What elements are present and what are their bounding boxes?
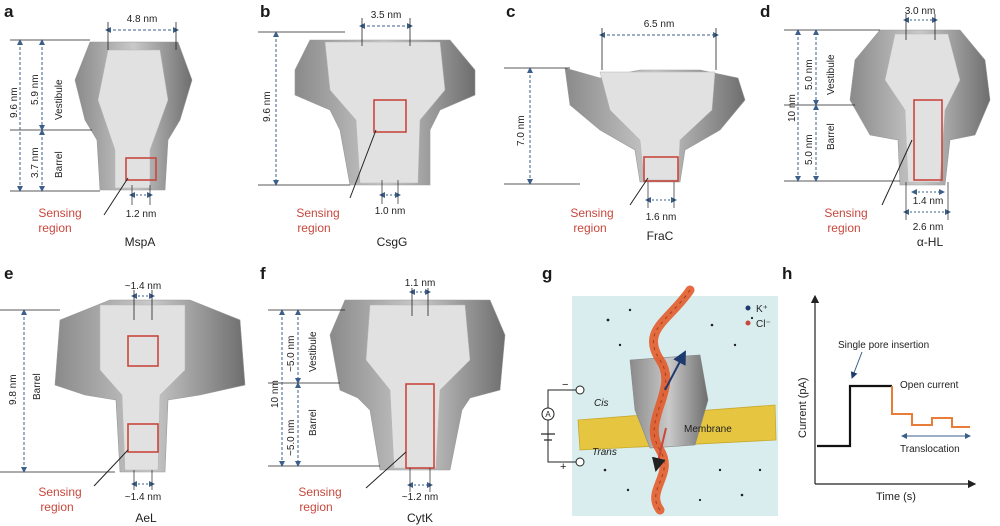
ael-sensing-label-2: region bbox=[40, 500, 73, 514]
csgg-bottom-dim: 1.0 nm bbox=[375, 206, 406, 217]
panel-a-mspa: 4.8 nm 9.6 nm 5.9 nm 3.7 nm Vestibule Ba… bbox=[9, 14, 193, 249]
panel-d-ahl: 3.0 nm 10 nm 5.0 nm 5.0 nm Vestibule Bar… bbox=[784, 6, 991, 249]
ahl-bottom-dim-1: 1.4 nm bbox=[913, 196, 944, 207]
frac-sensing-label-1: Sensing bbox=[570, 206, 613, 220]
ahl-top-dim: 3.0 nm bbox=[905, 6, 936, 17]
h-ylabel: Current (pA) bbox=[797, 377, 809, 438]
cytk-height-dim: 10 nm bbox=[270, 380, 281, 408]
cytk-sensing-label-1: Sensing bbox=[298, 485, 341, 499]
panel-f-cytk: 1.1 nm 10 nm ~5.0 nm ~5.0 nm Vestibule B… bbox=[268, 278, 506, 525]
h-baseline-trace bbox=[817, 384, 892, 448]
csgg-height-dim: 9.6 nm bbox=[262, 91, 273, 122]
panel-g-schematic: K⁺ Cl⁻ Cis Trans Membrane A − + bbox=[541, 285, 778, 516]
csgg-sensing-box bbox=[373, 99, 407, 133]
mspa-name: MspA bbox=[125, 235, 156, 249]
cytk-name: CytK bbox=[407, 511, 433, 525]
ahl-vestibule-dim: 5.0 nm bbox=[804, 59, 815, 90]
frac-bottom-dim: 1.6 nm bbox=[646, 212, 677, 223]
ammeter-icon bbox=[541, 407, 555, 421]
cytk-vestibule-dim: ~5.0 nm bbox=[286, 336, 297, 372]
panel-letter-g: g bbox=[542, 264, 553, 283]
mspa-sensing-box bbox=[125, 157, 157, 181]
panel-e-ael: ~1.4 nm 9.8 nm Barrel ~1.4 nm Sensing re… bbox=[0, 281, 246, 525]
cytk-sensing-label-2: region bbox=[299, 500, 332, 514]
mspa-sensing-label-2: region bbox=[38, 221, 71, 235]
csgg-name: CsgG bbox=[377, 235, 408, 249]
h-translocation-label: Translocation bbox=[900, 444, 960, 455]
k-ion-arrow bbox=[664, 350, 686, 391]
cis-label: Cis bbox=[594, 398, 608, 409]
panel-letter-d: d bbox=[760, 2, 771, 21]
ahl-vestibule-label: Vestibule bbox=[826, 54, 837, 95]
ahl-barrel-dim: 5.0 nm bbox=[804, 134, 815, 165]
ael-bottom-dim: ~1.4 nm bbox=[125, 492, 161, 503]
panel-letter-b: b bbox=[260, 2, 271, 21]
ael-sensing-box-bottom bbox=[127, 423, 159, 453]
cl-ion-label: Cl⁻ bbox=[756, 319, 771, 330]
h-insertion-label: Single pore insertion bbox=[838, 340, 929, 351]
csgg-sensing-label-1: Sensing bbox=[296, 206, 339, 220]
ahl-bottom-dim-2: 2.6 nm bbox=[913, 222, 944, 233]
panel-letter-h: h bbox=[782, 264, 793, 283]
mspa-bottom-dim: 1.2 nm bbox=[126, 209, 157, 220]
mspa-top-dim: 4.8 nm bbox=[127, 14, 158, 25]
ael-sensing-box-top bbox=[127, 335, 159, 367]
trans-label: Trans bbox=[592, 447, 617, 458]
ahl-barrel-label: Barrel bbox=[826, 123, 837, 150]
csgg-top-dim: 3.5 nm bbox=[371, 10, 402, 21]
membrane-label: Membrane bbox=[684, 424, 732, 435]
frac-sensing-box bbox=[643, 156, 679, 182]
panel-c-frac: 6.5 nm 7.0 nm 1.6 nm Sensing region FraC bbox=[504, 19, 746, 243]
ahl-height-dim: 10 nm bbox=[787, 94, 798, 122]
frac-height-dim: 7.0 nm bbox=[516, 115, 527, 146]
ahl-name: α-HL bbox=[917, 235, 944, 249]
panel-letter-f: f bbox=[260, 264, 266, 283]
circuit-wire bbox=[547, 389, 578, 463]
cl-ion-arrow bbox=[651, 427, 667, 472]
h-xlabel: Time (s) bbox=[876, 491, 916, 503]
mspa-vestibule-label: Vestibule bbox=[54, 79, 65, 120]
mspa-sensing-label-1: Sensing bbox=[38, 206, 81, 220]
mspa-vestibule-dim: 5.9 nm bbox=[30, 74, 41, 105]
mspa-barrel-label: Barrel bbox=[54, 151, 65, 178]
panel-h-trace: Current (pA) Time (s) Single pore insert… bbox=[797, 294, 977, 503]
ammeter-label: A bbox=[545, 410, 551, 419]
ahl-sensing-label-1: Sensing bbox=[824, 206, 867, 220]
cytk-top-dim: 1.1 nm bbox=[405, 278, 436, 289]
panel-letter-e: e bbox=[4, 264, 14, 283]
frac-name: FraC bbox=[647, 229, 674, 243]
ael-height-dim: 9.8 nm bbox=[8, 374, 19, 405]
panel-letter-c: c bbox=[506, 2, 516, 21]
ahl-sensing-box bbox=[913, 99, 943, 181]
k-ion-label: K⁺ bbox=[756, 304, 768, 315]
h-open-label: Open current bbox=[900, 380, 959, 391]
panel-letter-a: a bbox=[4, 2, 14, 21]
frac-top-dim: 6.5 nm bbox=[644, 19, 675, 30]
cytk-barrel-label: Barrel bbox=[308, 409, 319, 436]
cytk-bottom-dim: ~1.2 nm bbox=[402, 492, 438, 503]
plus-label: + bbox=[560, 461, 566, 473]
mspa-height-dim: 9.6 nm bbox=[9, 87, 20, 118]
ael-top-dim: ~1.4 nm bbox=[125, 281, 161, 292]
mspa-barrel-dim: 3.7 nm bbox=[30, 147, 41, 178]
ael-name: AeL bbox=[135, 511, 157, 525]
frac-sensing-label-2: region bbox=[573, 221, 606, 235]
ahl-sensing-label-2: region bbox=[827, 221, 860, 235]
csgg-sensing-label-2: region bbox=[297, 221, 330, 235]
panel-b-csgg: 3.5 nm 9.6 nm 1.0 nm Sensing region CsgG bbox=[258, 10, 476, 249]
cytk-vestibule-label: Vestibule bbox=[308, 331, 319, 372]
cytk-sensing-box bbox=[405, 383, 435, 469]
cytk-barrel-dim: ~5.0 nm bbox=[286, 420, 297, 456]
g-pore-shape bbox=[629, 354, 709, 449]
h-translocation-trace bbox=[891, 386, 970, 428]
minus-label: − bbox=[562, 379, 568, 391]
ael-barrel-label: Barrel bbox=[32, 373, 43, 400]
ael-sensing-label-1: Sensing bbox=[38, 485, 81, 499]
